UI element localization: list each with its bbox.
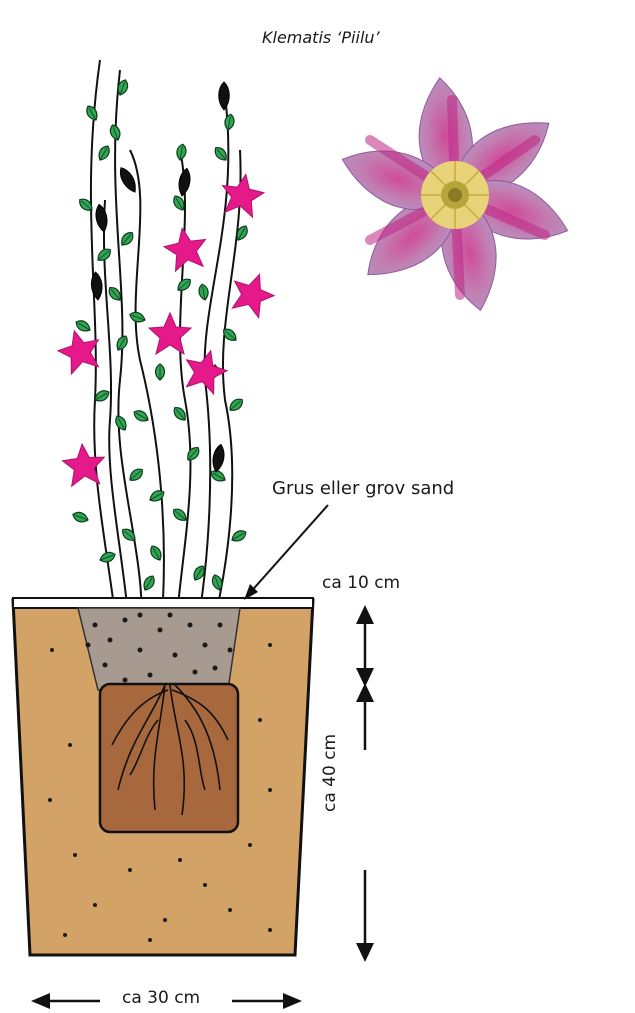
clematis-photo (334, 76, 577, 315)
gravel-pointer-arrow (244, 505, 328, 600)
dimension-arrow-depth (356, 683, 374, 962)
depth-dimension-label: ca 40 cm (320, 734, 340, 812)
width-dimension-label: ca 30 cm (122, 988, 200, 1008)
gravel-layer (78, 608, 240, 690)
top-layer-dimension-label: ca 10 cm (322, 573, 400, 593)
gravel-label: Grus eller grov sand (272, 478, 454, 499)
pot (13, 598, 313, 955)
dimension-arrow-top-layer (356, 605, 374, 687)
root-ball (100, 684, 238, 832)
plant-name-title: Klematis ‘Piilu’ (262, 28, 380, 47)
